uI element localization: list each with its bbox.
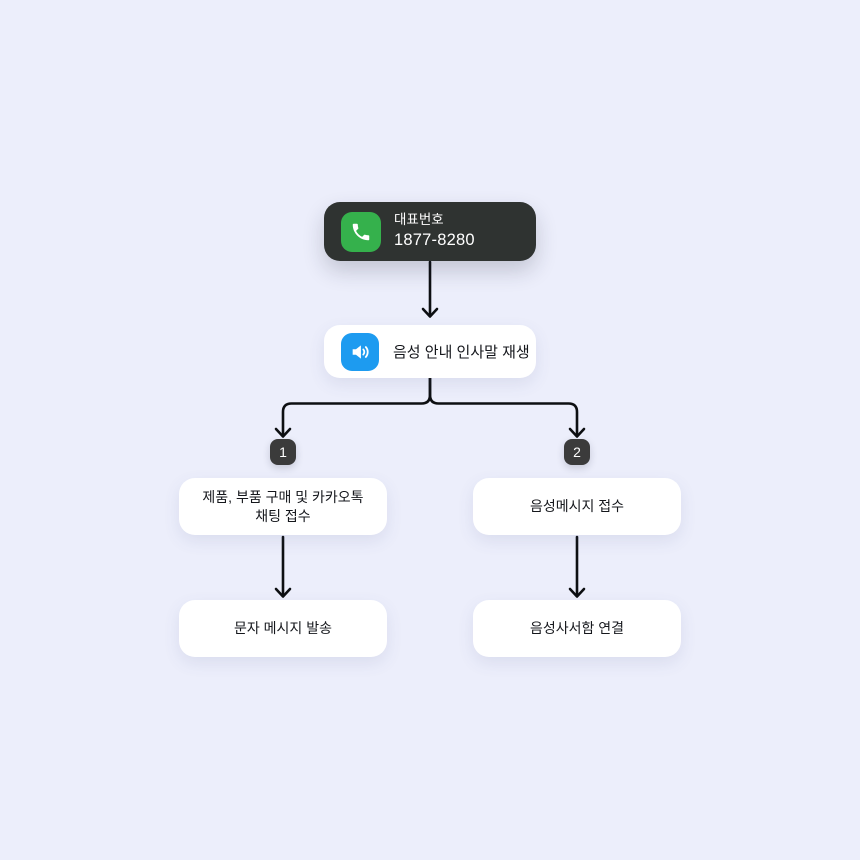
root-title: 대표번호 xyxy=(394,212,444,228)
branch-2-badge: 2 xyxy=(564,439,590,465)
root-phone-node: 대표번호 1877-8280 xyxy=(324,202,536,261)
greeting-label: 음성 안내 인사말 재생 xyxy=(393,344,530,361)
branch-2-step2-node: 음성사서함 연결 xyxy=(473,600,681,657)
branch-1-step1-node: 제품, 부품 구매 및 카카오톡 채팅 접수 xyxy=(179,478,387,535)
phone-number: 1877-8280 xyxy=(394,231,475,250)
branch-1-step2-node: 문자 메시지 발송 xyxy=(179,600,387,657)
branch-1-badge: 1 xyxy=(270,439,296,465)
root-node-text: 대표번호 1877-8280 xyxy=(394,212,475,251)
greeting-node: 음성 안내 인사말 재생 xyxy=(324,325,536,378)
phone-icon xyxy=(341,211,381,252)
speaker-icon xyxy=(341,332,379,371)
branch-2-step1-node: 음성메시지 접수 xyxy=(473,478,681,535)
